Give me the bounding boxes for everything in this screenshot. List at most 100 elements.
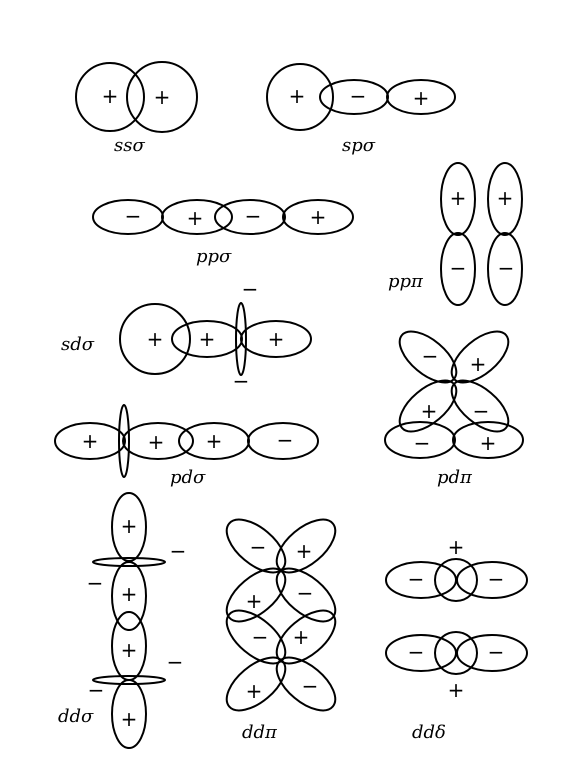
p-lobe: [282, 199, 354, 235]
pd-pi-group: − + + − − + pdπ: [384, 330, 524, 488]
minus-sign: −: [87, 571, 104, 595]
minus-sign: −: [250, 535, 267, 559]
d-ring: [434, 631, 478, 675]
plus-sign: +: [310, 205, 327, 229]
p-lobe: [161, 199, 233, 235]
p-lobe: [54, 422, 126, 460]
plus-sign: +: [246, 679, 263, 703]
minus-sign: −: [167, 650, 184, 674]
d-lobe: [225, 518, 287, 574]
sp-sigma-label: spσ: [342, 135, 376, 156]
minus-sign: −: [408, 567, 425, 591]
plus-sign: +: [246, 589, 263, 613]
minus-sign: −: [125, 204, 142, 228]
d-lobe: [275, 518, 337, 574]
plus-sign: +: [121, 514, 138, 538]
minus-sign: −: [498, 256, 515, 280]
minus-sign: −: [233, 369, 250, 393]
plus-sign: +: [154, 85, 171, 109]
d-lobe: [456, 634, 528, 672]
plus-sign: +: [121, 582, 138, 606]
plus-sign: +: [102, 84, 119, 108]
d-lobe: [275, 567, 337, 623]
dd-sigma-group: + − − + + − − + ddσ: [58, 492, 186, 749]
d-lobe: [240, 320, 312, 358]
dd-pi-group: − + + − − + + − ddπ: [225, 518, 337, 743]
dd-delta-group: + − − − − + ddδ: [385, 535, 528, 743]
p-lobe: [384, 421, 456, 459]
d-lobe: [111, 679, 147, 749]
d-ring: [92, 557, 166, 567]
dd-pi-label: ddπ: [242, 722, 278, 743]
d-ring: [434, 558, 478, 602]
pp-pi-label: ppπ: [388, 271, 424, 292]
plus-sign: +: [497, 186, 514, 210]
minus-sign: −: [414, 431, 431, 455]
minus-sign: −: [245, 204, 262, 228]
d-lobe: [225, 567, 287, 623]
plus-sign: +: [82, 429, 99, 453]
sd-sigma-group: + + + − − sdσ: [61, 277, 312, 393]
pp-sigma-label: ppσ: [196, 246, 232, 267]
minus-sign: −: [297, 581, 314, 605]
minus-sign: −: [88, 678, 105, 702]
plus-sign: +: [470, 352, 487, 376]
d-ring: [235, 302, 247, 376]
plus-sign: +: [448, 678, 465, 702]
s-orbital: [119, 303, 191, 375]
minus-sign: −: [252, 625, 269, 649]
p-lobe: [440, 162, 476, 236]
plus-sign: +: [268, 327, 285, 351]
plus-sign: +: [199, 327, 216, 351]
plus-sign: +: [187, 206, 204, 230]
minus-sign: −: [302, 674, 319, 698]
minus-sign: −: [350, 84, 367, 108]
pd-pi-label: pdπ: [437, 467, 473, 488]
plus-sign: +: [289, 84, 306, 108]
dd-sigma-label: ddσ: [58, 706, 94, 727]
plus-sign: +: [121, 707, 138, 731]
p-lobe: [487, 232, 523, 306]
p-lobe: [386, 79, 456, 115]
d-ring: [92, 675, 166, 685]
plus-sign: +: [413, 86, 430, 110]
pd-sigma-group: + + + − pdσ: [54, 404, 319, 488]
p-lobe: [214, 199, 286, 235]
plus-sign: +: [448, 535, 465, 559]
minus-sign: −: [488, 640, 505, 664]
minus-sign: −: [277, 428, 294, 452]
plus-sign: +: [148, 430, 165, 454]
s-orbital: [266, 63, 334, 131]
s-orbital: [126, 61, 198, 133]
plus-sign: +: [296, 539, 313, 563]
d-lobe: [275, 656, 337, 712]
d-ring: [118, 404, 130, 478]
d-lobe: [450, 330, 510, 384]
d-lobe: [450, 379, 510, 433]
p-lobe: [440, 232, 476, 306]
plus-sign: +: [480, 431, 497, 455]
minus-sign: −: [473, 399, 490, 423]
p-lobe: [487, 162, 523, 236]
plus-sign: +: [450, 186, 467, 210]
s-orbital: [75, 62, 145, 132]
minus-sign: −: [450, 256, 467, 280]
plus-sign: +: [421, 399, 438, 423]
ss-sigma-label: ssσ: [114, 135, 145, 156]
sd-sigma-label: sdσ: [61, 334, 95, 355]
d-lobe: [225, 656, 287, 712]
pp-pi-group: + + − − ppπ: [388, 162, 523, 306]
d-lobe: [122, 422, 194, 460]
d-lobe: [111, 561, 147, 631]
minus-sign: −: [422, 344, 439, 368]
plus-sign: +: [121, 638, 138, 662]
dd-delta-label: ddδ: [412, 722, 446, 743]
minus-sign: −: [242, 277, 259, 301]
plus-sign: +: [206, 429, 223, 453]
p-lobe: [452, 421, 524, 459]
minus-sign: −: [408, 640, 425, 664]
d-lobe: [456, 561, 528, 599]
plus-sign: +: [147, 327, 164, 351]
